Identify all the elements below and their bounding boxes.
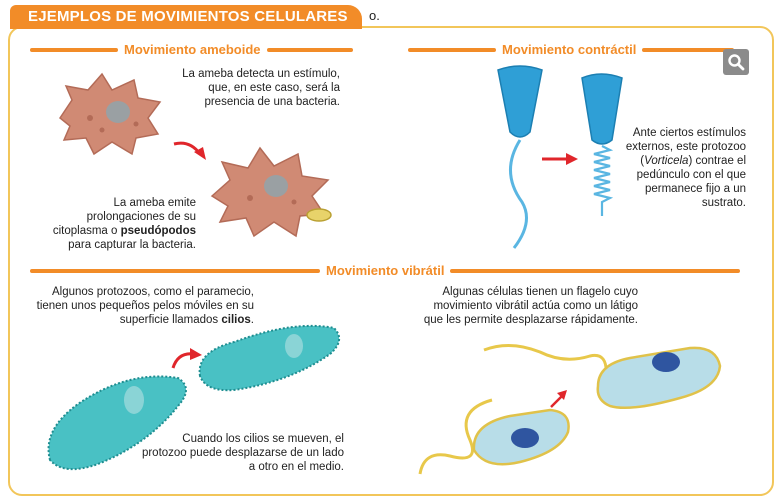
red-arrow-icon [173, 141, 206, 160]
vorticella-contracted-illustration [581, 73, 623, 216]
heading-contractil: Movimiento contráctil [408, 42, 735, 57]
vibratil-text-1-bold: cilios [221, 314, 251, 326]
red-arrow-icon [542, 153, 578, 165]
heading-contractil-label: Movimiento contráctil [502, 42, 637, 57]
paramecium-illustration [47, 375, 187, 471]
heading-bar [450, 268, 741, 273]
vibratil-text-2: Cuando los cilios se mueven, el protozoo… [141, 433, 344, 473]
ameboide-text-2: La ameba emite prolongaciones de su cito… [36, 196, 196, 252]
vibratil-text-1: Algunos protozoos, como el paramecio, ti… [28, 285, 254, 327]
bacterium-illustration [306, 208, 332, 222]
heading-bar [266, 47, 353, 52]
ameboide-text-1: La ameba detecta un estímulo, que, en es… [182, 68, 340, 108]
red-arrow-icon [550, 390, 567, 408]
heading-ameboide: Movimiento ameboide [30, 42, 353, 57]
paramecium-moving-illustration [198, 324, 341, 392]
contractil-text: Ante ciertos estímulos externos, este pr… [606, 126, 746, 210]
ameboide-text-2-part: La ameba emite prolongaciones de su cito… [52, 197, 196, 237]
ameboide-text-2-part: para capturar la bacteria. [68, 239, 196, 251]
vibratil-text-1-part: Algunos protozoos, como el paramecio, ti… [36, 286, 254, 326]
vibratil-text-3: Algunas células tienen un flagelo cuyo m… [423, 286, 638, 326]
contractil-text-part: Ante ciertos estímulos externos, este pr… [625, 127, 746, 167]
title-tail-text: o. [369, 8, 380, 23]
page-title: EJEMPLOS DE MOVIMIENTOS CELULARES [10, 5, 362, 29]
flagellate-cell-illustration [418, 398, 570, 475]
contractil-text-italic: Vorticela [644, 155, 689, 167]
vorticella-extended-illustration [497, 65, 543, 249]
heading-vibratil: Movimiento vibrátil [30, 263, 741, 278]
heading-bar [30, 47, 118, 52]
heading-vibratil-label: Movimiento vibrátil [326, 263, 445, 278]
amoeba-pseudopod-illustration [210, 146, 330, 238]
heading-bar [30, 268, 320, 273]
amoeba-illustration [58, 72, 162, 156]
zoom-button[interactable] [723, 49, 749, 75]
search-icon [728, 54, 745, 71]
ameboide-text-2-bold: pseudópodos [120, 225, 196, 237]
heading-bar [642, 47, 735, 52]
vibratil-text-1-part: . [250, 314, 254, 326]
heading-bar [408, 47, 496, 52]
red-arrow-icon [171, 348, 202, 369]
contractil-text-part: ) contrae el pedúnculo con el que perman… [636, 155, 746, 209]
heading-ameboide-label: Movimiento ameboide [124, 42, 261, 57]
flagellate-cell-moving-illustration [483, 344, 722, 410]
